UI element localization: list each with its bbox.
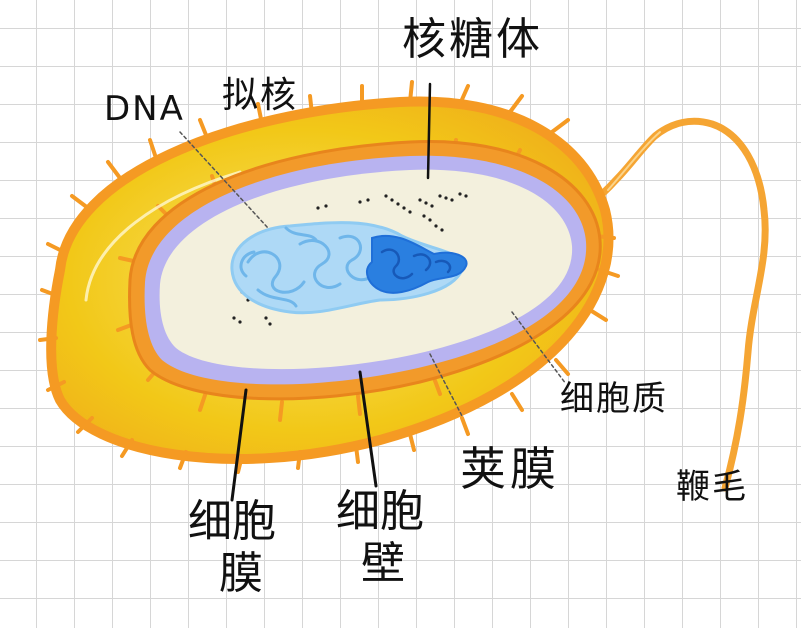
leader-capsule bbox=[429, 353, 463, 417]
leader-lines bbox=[179, 82, 567, 502]
leader-dna bbox=[179, 131, 269, 229]
label-cytoplasm: 细胞质 bbox=[560, 379, 668, 419]
leader-cell-wall bbox=[358, 370, 378, 488]
label-cell-membrane-line1: 细胞 bbox=[188, 496, 276, 547]
label-cell-wall-line1: 细胞 bbox=[336, 486, 424, 537]
label-capsule: 荚膜 bbox=[460, 442, 560, 496]
nucleoid-dna bbox=[230, 221, 468, 315]
label-nucleoid: 拟核 bbox=[222, 75, 299, 116]
label-cell-membrane: 细胞 膜 bbox=[188, 500, 276, 596]
label-ribosome: 核糖体 bbox=[402, 14, 543, 65]
leader-cell-membrane bbox=[230, 388, 248, 502]
label-cell-wall-line2: 壁 bbox=[361, 538, 405, 589]
label-cell-wall: 细胞 壁 bbox=[336, 490, 424, 586]
label-dna: DNA bbox=[104, 89, 185, 129]
leader-ribosome bbox=[426, 82, 432, 180]
label-flagellum: 鞭毛 bbox=[676, 467, 748, 507]
label-cell-membrane-line2: 膜 bbox=[219, 548, 263, 599]
flagellum bbox=[582, 117, 769, 492]
leader-cytoplasm bbox=[511, 311, 567, 385]
